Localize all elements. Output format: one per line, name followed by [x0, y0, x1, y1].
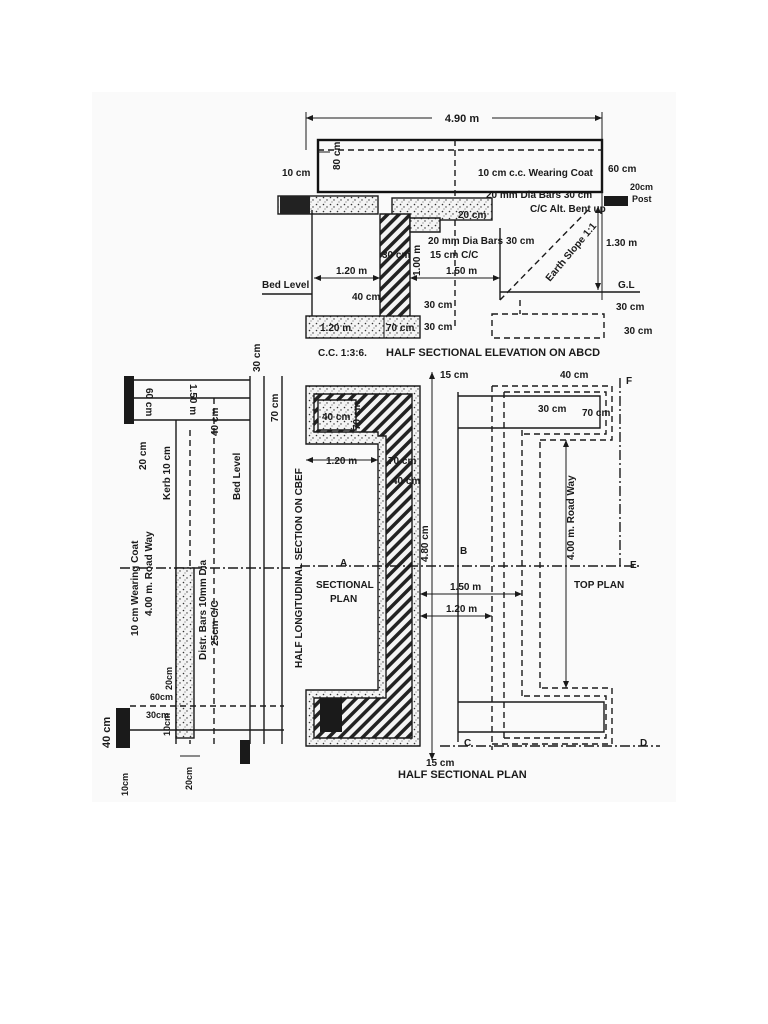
plan-title: HALF SECTIONAL PLAN — [398, 769, 527, 781]
dim-30cm-stem: 30 cm — [382, 250, 410, 261]
plan-road-way: 4.00 m. Road Way — [566, 475, 577, 560]
label-cc-alt-bent-up: C/C Alt. Bent up — [530, 204, 606, 215]
lsec-dim-20cm: 20 cm — [138, 442, 149, 470]
plan-40cm-b: 40 cm — [392, 476, 420, 487]
dim-30cm-c: 30 cm — [424, 322, 452, 333]
plan-B: B — [460, 546, 467, 557]
dim-40cm: 40 cm — [352, 292, 380, 303]
dim-30cm-b: 30 cm — [616, 302, 644, 313]
dim-footing-70cm: 70 cm — [386, 323, 414, 334]
lsec-kerb: Kerb 10 cm — [162, 446, 173, 500]
plan-F: F — [626, 376, 632, 387]
lsec-dim-1-50m: 1.50 m — [187, 384, 198, 415]
lsec-title: HALF LONGITUDINAL SECTION ON CBEF — [294, 468, 305, 668]
dim-20cm-post: 20cm — [630, 182, 653, 192]
dim-1-50m: 1.50 m — [446, 266, 477, 277]
lsec-b20cm-b: 20cm — [184, 767, 194, 790]
label-bars-20mm-30cm: 20 mm Dia Bars 30 cm — [486, 190, 592, 201]
sectional-plan-view: 40 cm 70 cm 1.20 m 70 cm 40 cm 15 cm 4.8… — [300, 370, 660, 781]
top-30cm: 30 cm — [538, 404, 566, 415]
top-40cm: 40 cm — [560, 370, 588, 381]
dim-60cm: 60 cm — [608, 164, 636, 175]
dim-1-20m: 1.20 m — [336, 266, 367, 277]
lsec-distr-bars-a: Distr. Bars 10mm Dia — [198, 560, 209, 660]
dim-30cm-wing: 30 cm — [506, 236, 534, 247]
lsec-dim-60cm: 60 cm — [143, 388, 154, 416]
dim-1m: 1.00 m — [412, 245, 423, 276]
dim-overall-width: 4.90 m — [445, 113, 479, 125]
lsec-b10cm-b: 10cm — [120, 773, 130, 796]
dim-80cm: 80 cm — [332, 142, 343, 170]
plan-sectional-a: SECTIONAL — [316, 580, 374, 591]
plan-1-20m: 1.20 m — [326, 456, 357, 467]
plan-top-plan: TOP PLAN — [574, 580, 624, 591]
lsec-b20cm: 20cm — [164, 667, 174, 690]
label-bars-20mm-15cm-a: 20 mm Dia Bars — [428, 236, 503, 247]
lsec-road-way: 4.00 m. Road Way — [144, 531, 155, 616]
lsec-bed-level: Bed Level — [232, 453, 243, 500]
plan-top-15cm: 15 cm — [440, 370, 468, 381]
elevation-view: 4.90 m 10 cm c.c. Wearing Coat 10 cm 80 … — [262, 110, 653, 359]
plan-bot-15cm: 15 cm — [426, 758, 454, 769]
label-gl: G.L — [618, 280, 635, 291]
dim-30cm-a: 30 cm — [424, 300, 452, 311]
lsec-distr-bars-b: 25cm C/C — [210, 600, 221, 646]
plan-1-20m-b: 1.20 m — [446, 604, 477, 615]
dim-30cm-d: 30 cm — [624, 326, 652, 337]
plan-70cm: 70 cm — [352, 402, 363, 430]
plan-1-50m: 1.50 m — [450, 582, 481, 593]
dim-10cm: 10 cm — [282, 168, 310, 179]
elevation-title: HALF SECTIONAL ELEVATION ON ABCD — [386, 347, 600, 359]
top-70cm: 70 cm — [582, 408, 610, 419]
plan-A: A — [340, 558, 347, 569]
label-post: Post — [632, 194, 652, 204]
plan-sectional-b: PLAN — [330, 594, 357, 605]
label-bars-20mm-15cm-b: 15 cm C/C — [430, 250, 478, 261]
lsec-b10cm: 10cm — [162, 713, 172, 736]
label-bed-level: Bed Level — [262, 280, 309, 291]
plan-70cm-b: 70 cm — [388, 456, 416, 467]
lsec-b60cm: 60cm — [150, 692, 173, 702]
label-cc-mix: C.C. 1:3:6. — [318, 348, 367, 359]
dim-20cm: 20 cm — [458, 210, 486, 221]
plan-4-80: 4.80 cm — [420, 525, 431, 562]
lsec-wearing-coat: 10 cm Wearing Coat — [130, 540, 141, 636]
plan-D: D — [640, 738, 647, 749]
lsec-dim-70cm: 70 cm — [270, 394, 281, 422]
lsec-dim-40cm: 40 cm — [210, 408, 221, 436]
dim-footing-1-20m: 1.20 m — [320, 323, 351, 334]
lsec-b40cm: 40 cm — [101, 717, 113, 748]
dim-1-30m: 1.30 m — [606, 238, 637, 249]
plan-40cm: 40 cm — [322, 412, 350, 423]
lsec-b30cm: 30cm — [146, 710, 169, 720]
longitudinal-section-view: 60 cm 1.50 m 30 cm 40 cm 70 cm 20 cm Ker… — [101, 344, 305, 796]
plan-C: C — [464, 738, 471, 749]
plan-E: E — [630, 560, 637, 571]
lsec-dim-30cm: 30 cm — [252, 344, 263, 372]
label-wearing-coat: 10 cm c.c. Wearing Coat — [478, 168, 594, 179]
